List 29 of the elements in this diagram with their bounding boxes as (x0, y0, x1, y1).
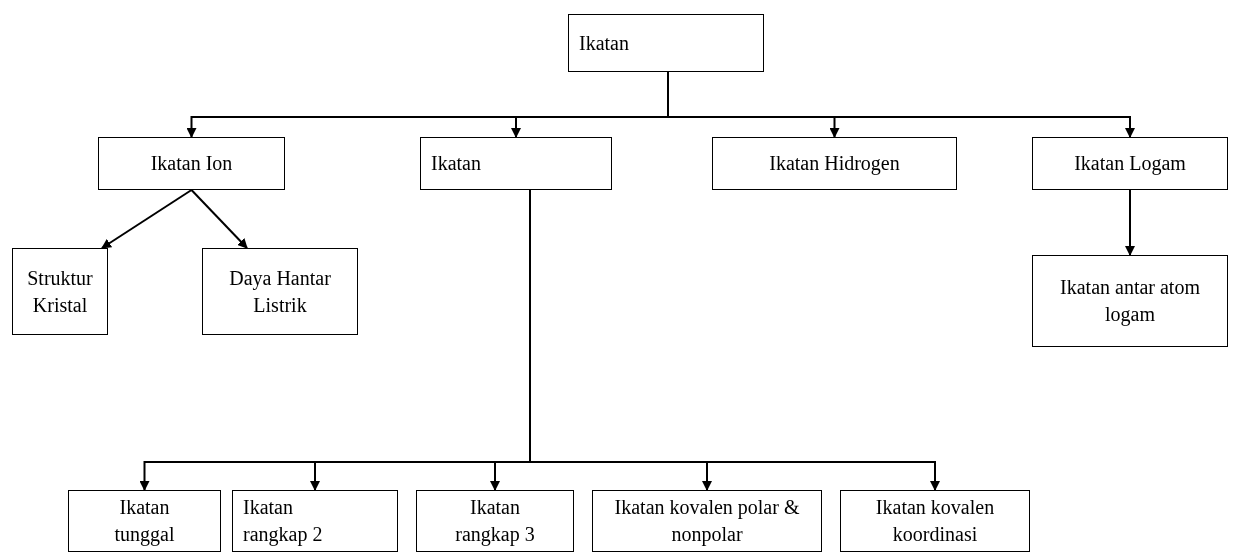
arrow (101, 189, 193, 249)
concept-label: Ikatan Logam (1074, 151, 1186, 177)
concept-box (420, 137, 612, 190)
concept-box (1032, 255, 1228, 347)
concept-box (232, 490, 398, 552)
concept-label: Ikatan antar atom logam (1060, 275, 1200, 328)
concept-box (592, 490, 822, 552)
concept-box (1032, 137, 1228, 190)
concept-label: Ikatan Ion (150, 151, 233, 176)
concept-box (68, 490, 221, 552)
concept-box (416, 490, 574, 552)
concept-box (568, 14, 764, 72)
concept-label: Ikatan kovalen polar & nonpolar (613, 495, 801, 548)
concept-label: Ikatan rangkap 2 (243, 495, 324, 548)
arrow (190, 189, 248, 249)
concept-label: Daya Hantar Listrik (228, 265, 332, 318)
concept-box (712, 137, 957, 190)
concept-label: Ikatan tunggal (113, 495, 176, 548)
concept-label: Struktur Kristal (26, 265, 94, 318)
concept-label: Ikatan Hidrogen (769, 151, 900, 177)
concept-box (202, 248, 358, 335)
concept-label: Ikatan (579, 30, 629, 56)
arrow (1125, 189, 1135, 256)
concept-box (98, 137, 285, 190)
concept-box (12, 248, 108, 335)
concept-box (840, 490, 1030, 552)
concept-label: Ikatan (431, 151, 481, 176)
concept-label: Ikatan rangkap 3 (454, 495, 536, 548)
concept-label: Ikatan kovalen koordinasi (874, 495, 996, 547)
